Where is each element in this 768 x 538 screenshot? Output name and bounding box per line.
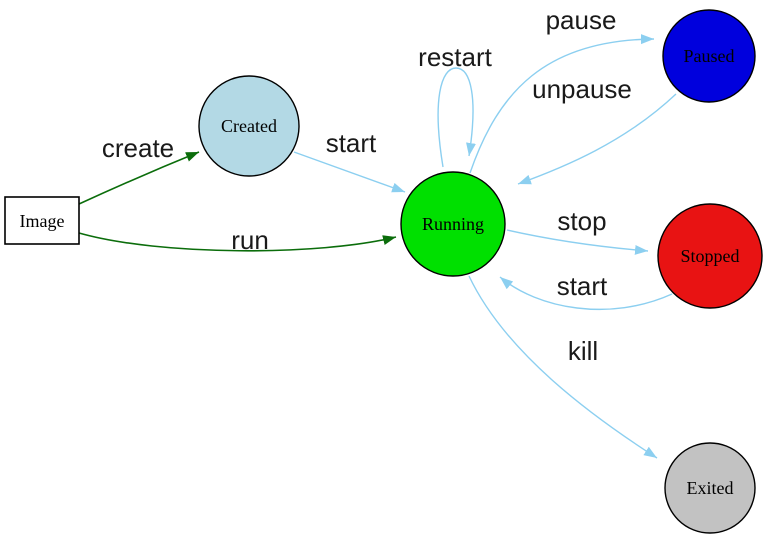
running-circle-shape (400, 171, 506, 277)
edge-start-stopped-running (499, 276, 673, 311)
edge-label-stop: stop (557, 206, 606, 236)
node-running-label: Running (422, 214, 484, 234)
created-circle-shape (198, 75, 300, 177)
green-edges (78, 151, 397, 252)
edge-unpause (517, 93, 677, 185)
edge-label-create: create (102, 133, 174, 163)
node-created: Created (198, 75, 300, 177)
edge-label-pause: pause (546, 5, 617, 35)
edge-label-unpause: unpause (532, 74, 632, 104)
node-image: Image (4, 196, 80, 245)
node-paused-label: Paused (684, 46, 735, 66)
edge-run (78, 232, 397, 252)
edge-restart-self-loop (437, 67, 476, 168)
node-exited: Exited (664, 442, 756, 534)
edge-labels: create run start restart pause unpause s… (102, 5, 632, 366)
node-stopped: Stopped (657, 203, 763, 309)
edge-stop (506, 229, 649, 255)
edge-label-run: run (231, 225, 269, 255)
node-created-label: Created (221, 116, 277, 136)
image-box-shape (4, 196, 80, 245)
edge-pause (469, 34, 655, 174)
edge-create (78, 151, 200, 205)
stopped-circle-shape (657, 203, 763, 309)
edge-label-restart: restart (418, 42, 492, 72)
paused-circle-shape (662, 9, 756, 103)
exited-circle-shape (664, 442, 756, 534)
node-paused: Paused (662, 9, 756, 103)
node-running: Running (400, 171, 506, 277)
edge-label-start-stopped: start (557, 271, 608, 301)
node-stopped-label: Stopped (680, 246, 739, 266)
edge-kill (468, 275, 658, 459)
node-exited-label: Exited (687, 478, 734, 498)
edge-label-kill: kill (568, 336, 598, 366)
edge-label-start-created: start (326, 128, 377, 158)
edge-start-created-running (293, 151, 406, 193)
node-image-label: Image (20, 211, 65, 231)
blue-edges (293, 34, 677, 459)
